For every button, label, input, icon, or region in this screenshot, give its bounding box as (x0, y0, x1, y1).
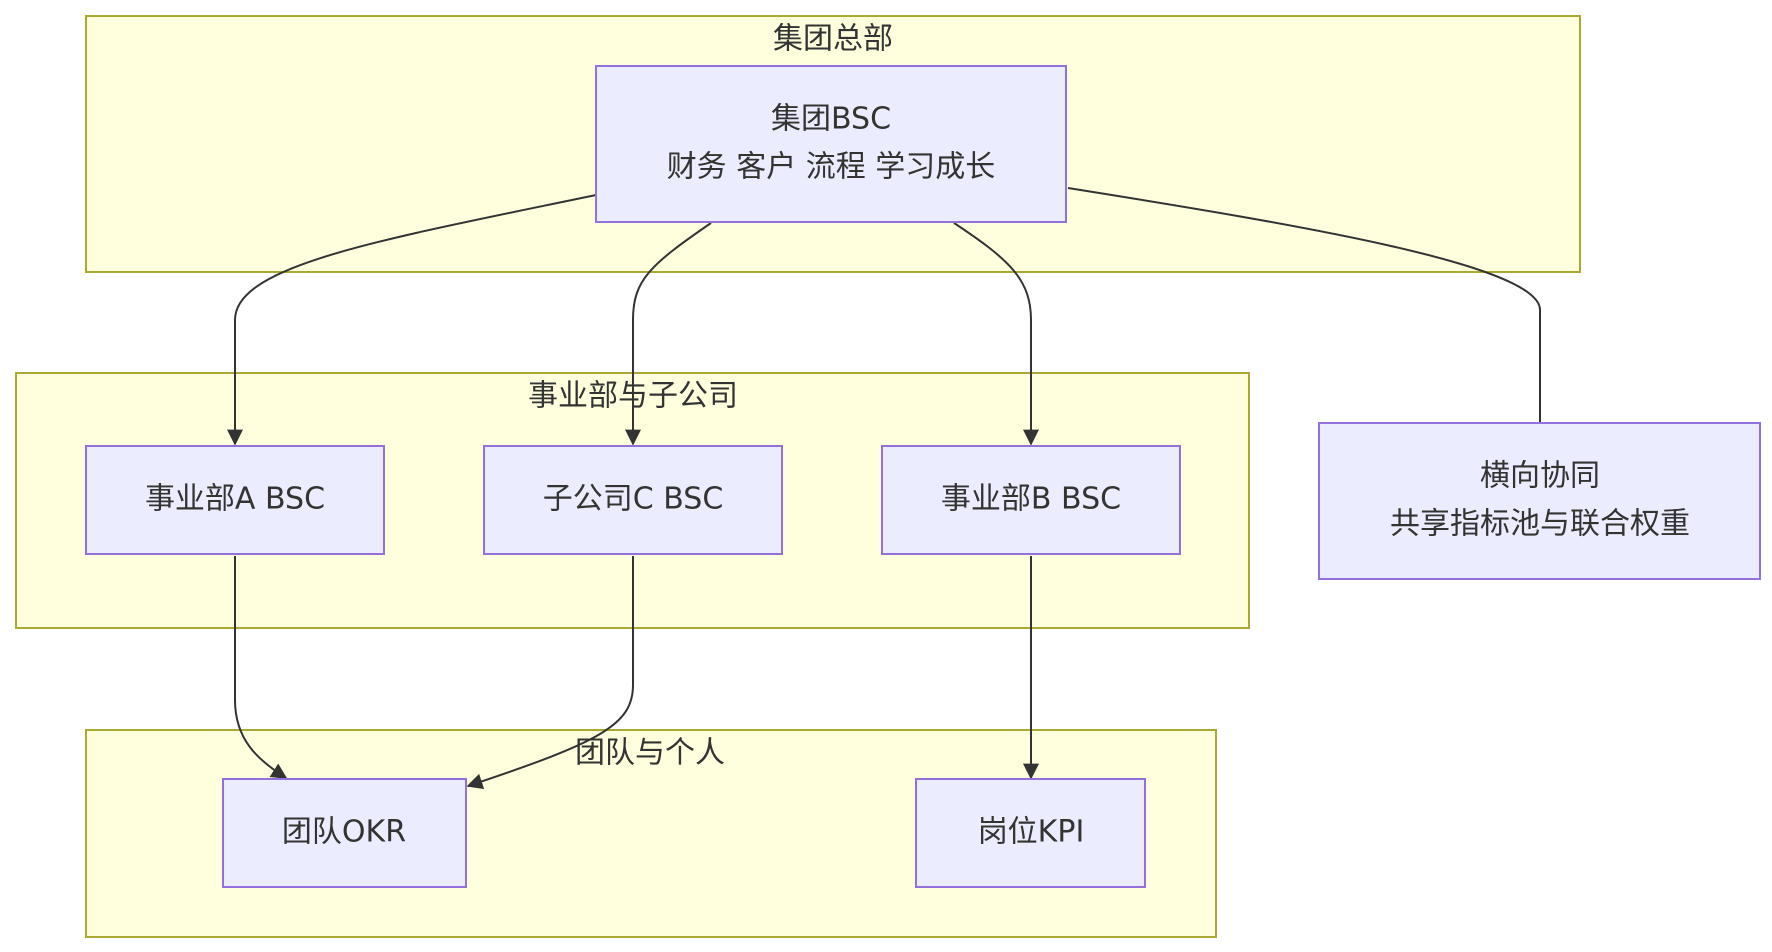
node-bu-a-label: 事业部A BSC (145, 482, 325, 517)
node-post-kpi[interactable]: 岗位KPI (915, 778, 1146, 888)
node-post-kpi-label: 岗位KPI (978, 815, 1085, 850)
group-hq-label: 集团总部 (773, 22, 893, 57)
node-group-bsc-title: 集团BSC (771, 102, 891, 137)
node-collab-title: 横向协同 (1480, 459, 1600, 494)
edge-group-bsc-to-bu-b (953, 222, 1039, 446)
node-bu-b[interactable]: 事业部B BSC (881, 445, 1181, 555)
node-team-okr[interactable]: 团队OKR (222, 778, 467, 888)
node-sub-c-label: 子公司C BSC (543, 482, 724, 517)
edge-group-bsc-to-sub-c (625, 222, 712, 446)
node-sub-c[interactable]: 子公司C BSC (483, 445, 783, 555)
node-group-bsc[interactable]: 集团BSC 财务 客户 流程 学习成长 (595, 65, 1067, 223)
node-bu-a[interactable]: 事业部A BSC (85, 445, 385, 555)
edge-sub-c-to-team-okr (466, 556, 634, 790)
node-collab-description: 共享指标池与联合权重 (1390, 507, 1690, 542)
edge-group-bsc-to-collab (1067, 187, 1541, 422)
edge-group-bsc-to-bu-a (227, 194, 597, 446)
group-team-label: 团队与个人 (575, 736, 725, 771)
node-bu-b-label: 事业部B BSC (941, 482, 1121, 517)
node-group-bsc-dimensions: 财务 客户 流程 学习成长 (667, 150, 996, 185)
node-collab[interactable]: 横向协同 共享指标池与联合权重 (1318, 422, 1761, 580)
node-team-okr-label: 团队OKR (282, 815, 406, 850)
edge-bu-a-to-team-okr (234, 556, 288, 779)
